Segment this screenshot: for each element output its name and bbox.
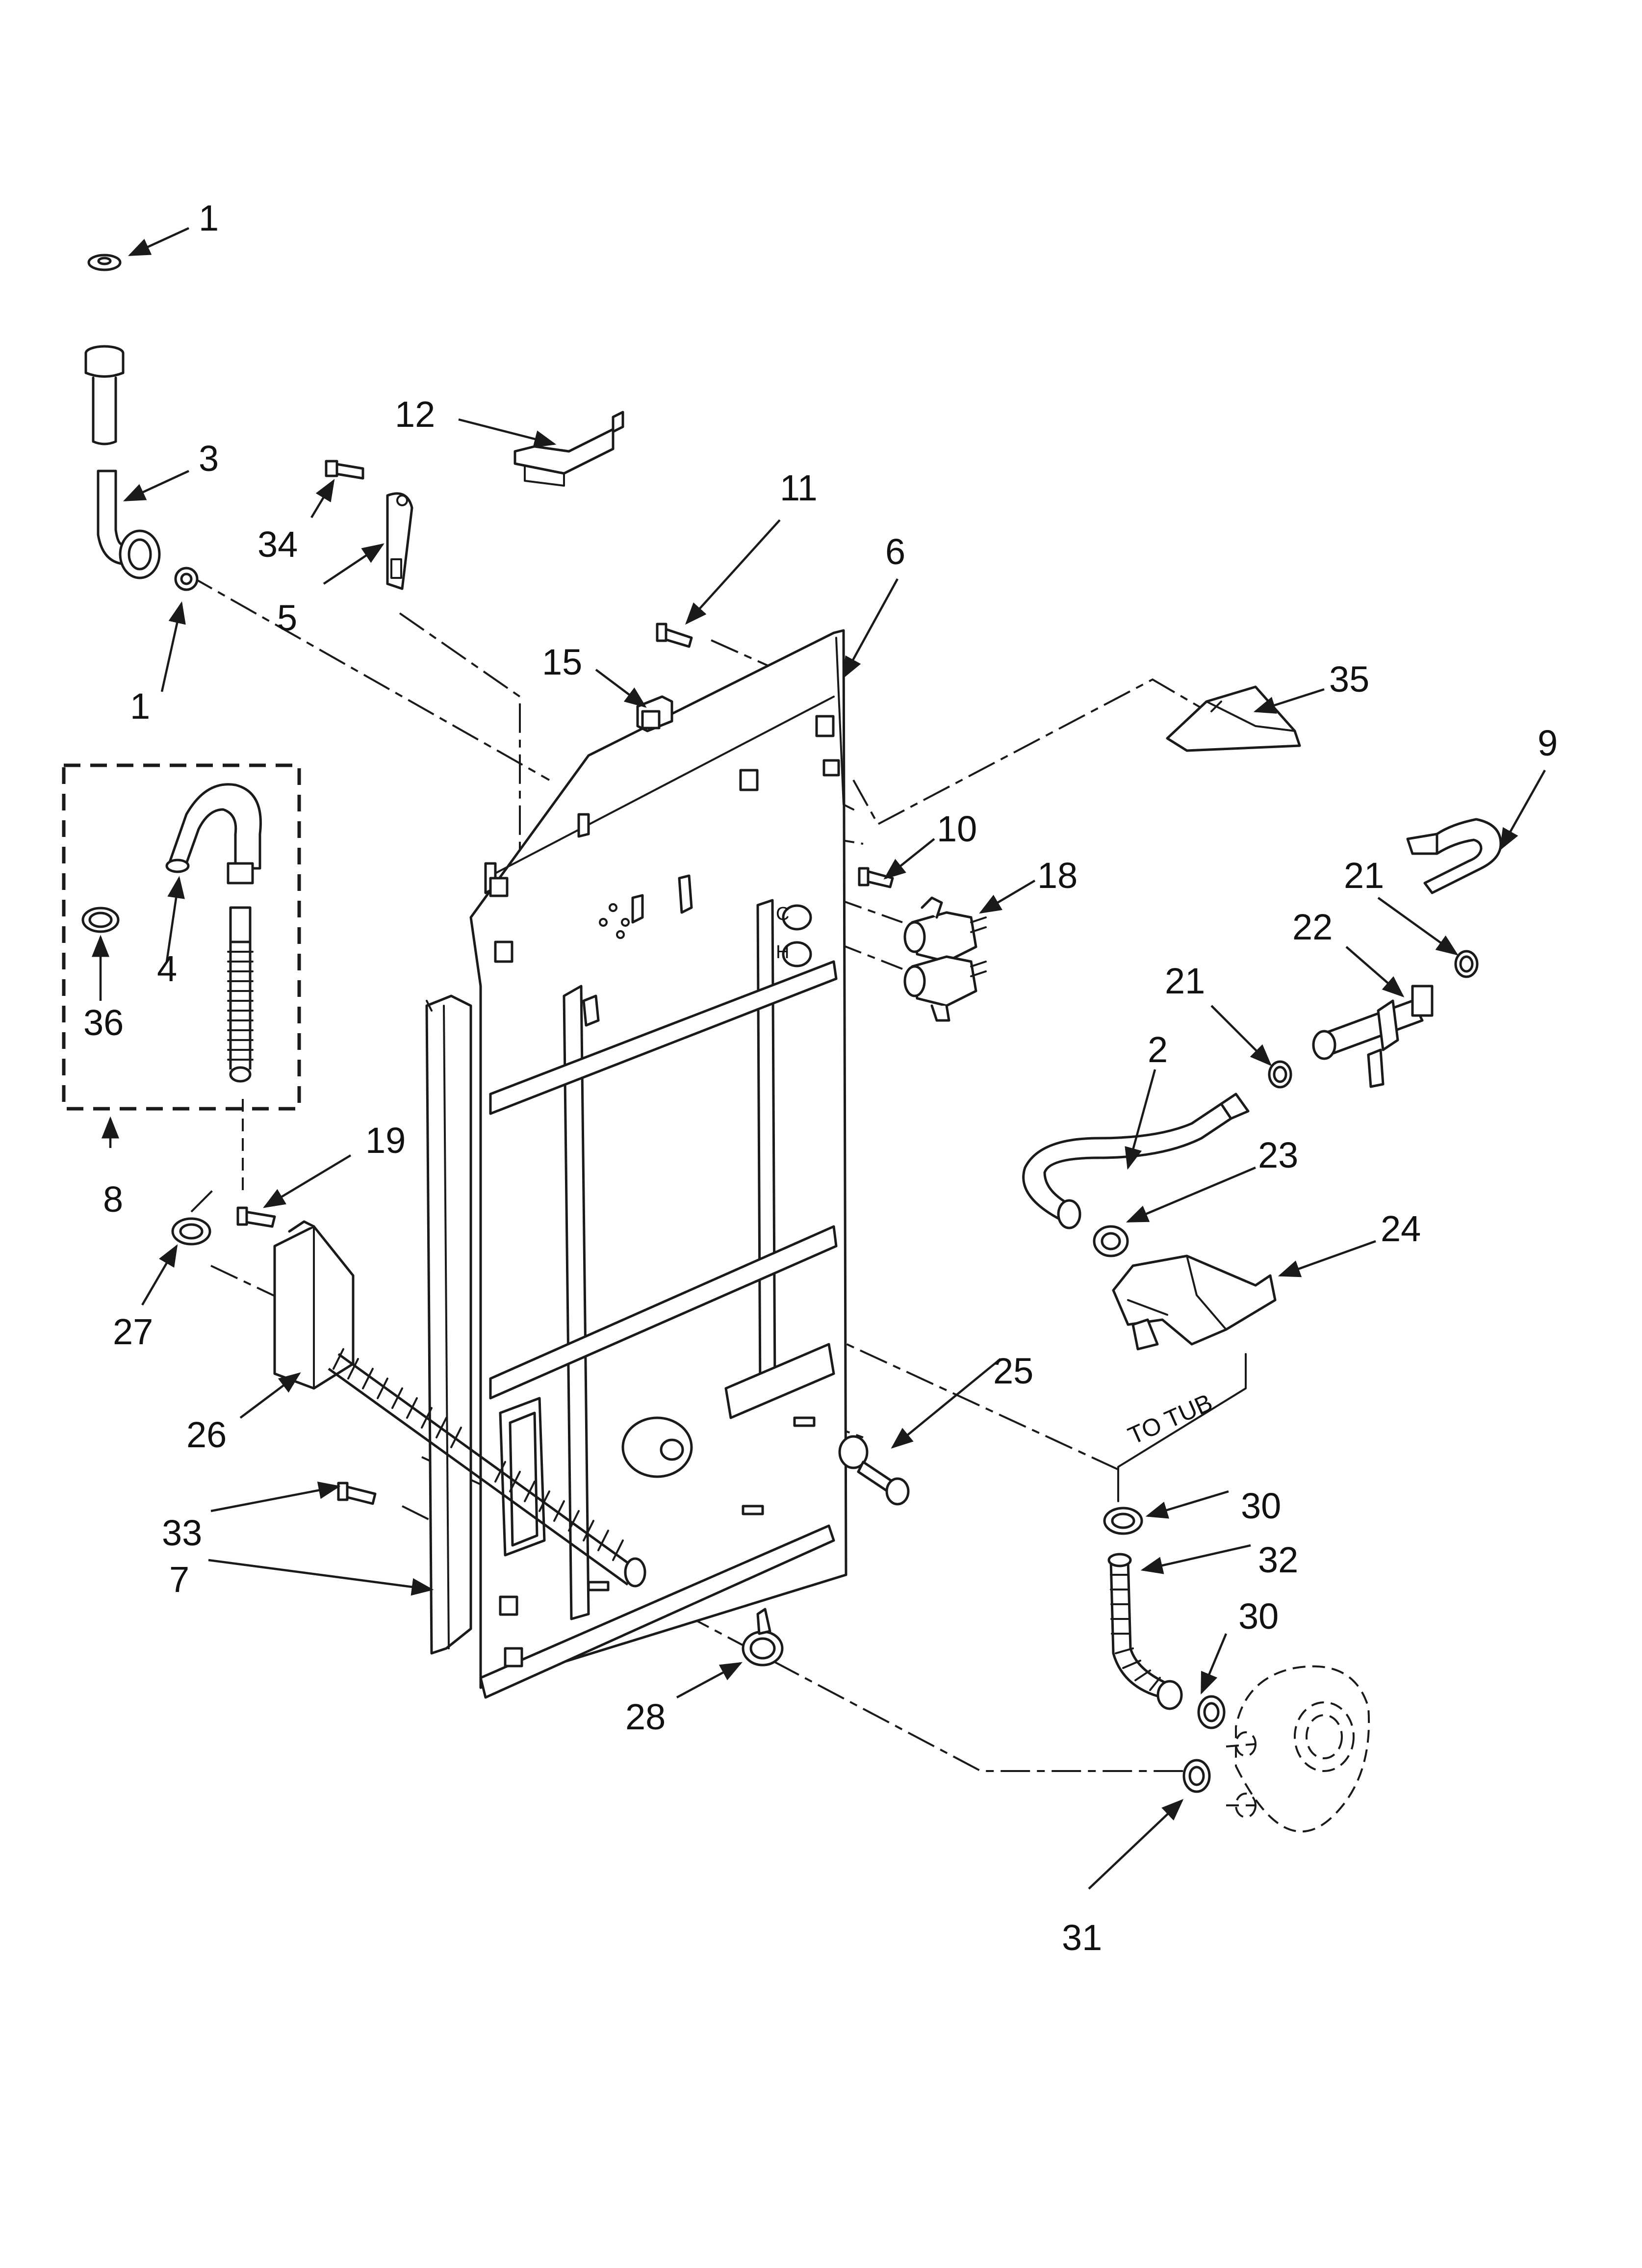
inlet-hose-3 (84, 254, 199, 591)
callout-1-top: 1 (199, 198, 219, 238)
callout-35: 35 (1329, 659, 1369, 700)
callout-15: 15 (542, 642, 582, 682)
drain-hose-32 (1107, 1553, 1183, 1710)
clamp-30-upper (1103, 1507, 1143, 1535)
callout-36: 36 (83, 1002, 124, 1043)
hose-9 (1406, 818, 1502, 894)
rear-panel (469, 629, 854, 1699)
clamp-21-upper (1454, 950, 1479, 978)
leader-lines (92, 227, 1546, 1890)
nozzle-22 (1312, 985, 1434, 1088)
water-valve-18 (903, 896, 987, 1022)
callout-11: 11 (780, 468, 818, 508)
callout-12: 12 (395, 394, 435, 435)
callout-5: 5 (277, 598, 297, 638)
clamp-28 (742, 1608, 784, 1667)
callout-31: 31 (1062, 1917, 1102, 1958)
dispenser-24 (1112, 1254, 1277, 1351)
callout-9: 9 (1538, 723, 1558, 763)
strap-5 (325, 460, 413, 590)
drain-box-26 (273, 1220, 646, 1588)
callout-27: 27 (113, 1311, 153, 1352)
callout-30-upper: 30 (1241, 1486, 1281, 1526)
callout-26: 26 (186, 1414, 227, 1455)
callout-2: 2 (1148, 1029, 1168, 1070)
callout-19: 19 (365, 1120, 406, 1161)
callout-4: 4 (157, 948, 177, 989)
cold-label: C (776, 904, 789, 924)
callout-6: 6 (885, 531, 905, 572)
callout-32: 32 (1258, 1539, 1298, 1580)
callout-24: 24 (1381, 1208, 1421, 1249)
callout-8: 8 (103, 1179, 123, 1220)
clamp-27 (171, 1217, 211, 1246)
clamp-31 (1182, 1759, 1211, 1793)
pump-outline (1226, 1665, 1370, 1833)
hose-2 (1022, 1093, 1250, 1229)
callout-30-lower: 30 (1238, 1596, 1279, 1637)
plug-25 (838, 1435, 910, 1506)
hot-label: H (776, 942, 789, 963)
clamp-30-lower (1197, 1695, 1226, 1729)
callout-3: 3 (199, 438, 219, 479)
callout-23: 23 (1258, 1135, 1298, 1175)
callout-28: 28 (625, 1696, 666, 1737)
corrugation-lower (333, 1348, 624, 1561)
callout-34: 34 (257, 524, 298, 565)
callout-25: 25 (993, 1351, 1033, 1391)
clamp-21-lower (1268, 1060, 1292, 1089)
deflector-35 (1166, 685, 1301, 752)
callout-33: 33 (162, 1512, 202, 1553)
bracket-12 (513, 411, 624, 487)
screw-19 (236, 1206, 276, 1228)
screw-11 (656, 623, 693, 648)
kit-8-box (62, 763, 301, 1111)
callout-numbers: 1 3 1 12 34 5 11 6 15 35 9 10 18 21 22 2… (83, 198, 1558, 1958)
callout-21-lower: 21 (1165, 961, 1205, 1001)
callout-21-upper: 21 (1344, 855, 1384, 896)
callout-10: 10 (937, 808, 977, 849)
callout-18: 18 (1037, 855, 1078, 896)
callout-7: 7 (169, 1559, 189, 1600)
clamp-23 (1093, 1225, 1129, 1257)
callout-22: 22 (1292, 907, 1333, 947)
to-tub-label: TO TUB (1124, 1388, 1217, 1450)
callout-1-lower: 1 (130, 686, 150, 727)
side-rail (425, 994, 472, 1655)
screw-33 (337, 1482, 377, 1505)
